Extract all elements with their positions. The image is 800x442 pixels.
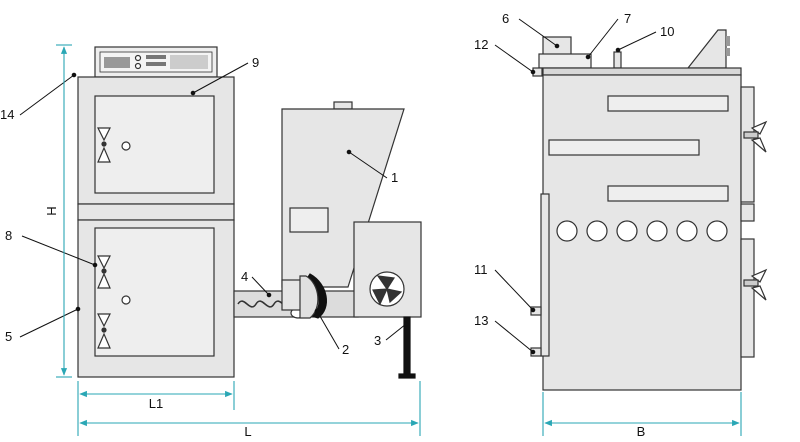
top-fitting-stub [726, 48, 730, 56]
callout-13: 13 [474, 313, 488, 328]
baffle [548, 139, 700, 156]
section-separator [77, 203, 235, 221]
callout-4: 4 [241, 269, 248, 284]
dimension-label-l1: L1 [149, 396, 163, 411]
side-top-plate [542, 67, 742, 76]
hopper-lid [333, 101, 353, 110]
callout-1: 1 [391, 170, 398, 185]
valve-fitting [613, 51, 622, 69]
leader-lines [19, 18, 657, 355]
baffle [607, 95, 729, 112]
dimension-labels: H L1 L B [44, 206, 646, 439]
flue-tube-ports [556, 220, 728, 242]
callout-numbers: 1 2 3 4 5 6 7 8 9 10 11 12 13 14 [0, 11, 674, 357]
fuel-hopper [281, 108, 405, 288]
top-fitting-stub [726, 36, 730, 46]
callout-2: 2 [342, 342, 349, 357]
callout-7: 7 [624, 11, 631, 26]
front-view [77, 46, 422, 379]
callout-10: 10 [660, 24, 674, 39]
door-handle-icon [97, 255, 111, 289]
upper-door [94, 95, 215, 194]
flue-collar [538, 53, 592, 69]
door-handle-icon [97, 127, 111, 163]
callout-9: 9 [252, 55, 259, 70]
stand-foot [398, 373, 416, 379]
gear-wheel [299, 275, 319, 319]
baffle [607, 185, 729, 202]
callout-6: 6 [502, 11, 509, 26]
callout-3: 3 [374, 333, 381, 348]
dimension-label-l: L [244, 424, 251, 437]
callout-8: 8 [5, 228, 12, 243]
door-handle-icon [743, 120, 768, 153]
side-door-latch-block [740, 203, 755, 222]
callout-12: 12 [474, 37, 488, 52]
hopper-inspection-window [289, 207, 329, 233]
door-handle-icon [743, 268, 768, 301]
dimension-label-height: H [44, 206, 59, 215]
lower-door [94, 227, 215, 357]
fan-icon [369, 271, 405, 307]
control-panel [94, 46, 218, 78]
side-door-lower [740, 238, 755, 358]
door-latch [121, 295, 131, 305]
door-latch [121, 141, 131, 151]
side-door-upper [740, 86, 755, 203]
dimension-lines [56, 44, 742, 436]
callout-14: 14 [0, 107, 14, 122]
top-exhaust-cowl [686, 29, 727, 69]
side-view [530, 29, 768, 391]
dimension-label-b: B [637, 424, 646, 437]
callout-5: 5 [5, 329, 12, 344]
door-handle-icon [97, 313, 111, 349]
side-lower-panel [540, 193, 550, 357]
callout-11: 11 [474, 262, 488, 277]
